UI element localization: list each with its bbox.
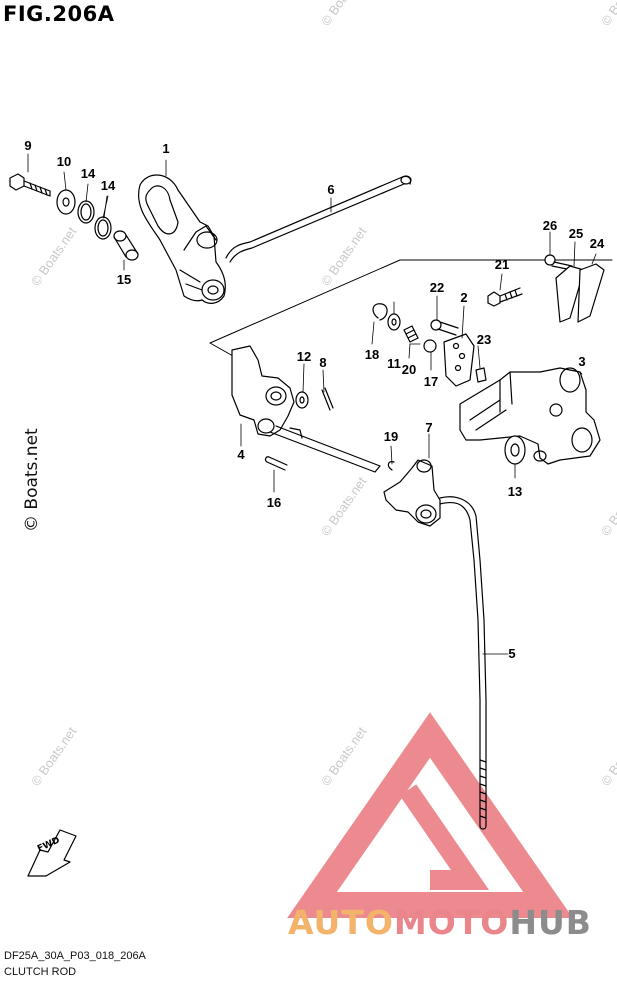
callout-label: 14 — [101, 178, 116, 193]
watermark-side-text: © Boats.net — [22, 428, 42, 532]
plate-24-icon — [577, 263, 605, 323]
detent-plate-2-icon — [443, 333, 475, 387]
callout-label: 14 — [81, 166, 96, 181]
callout-label: 11 — [387, 356, 401, 371]
figure-code: DF25A_30A_P03_018_206A — [4, 950, 146, 962]
bolt-9-icon — [9, 173, 51, 197]
washer-11-icon — [387, 313, 401, 331]
callout-label: 7 — [425, 420, 432, 435]
bushing-15-icon — [113, 230, 139, 261]
clip-19-icon — [387, 461, 395, 471]
callout-label: 20 — [402, 362, 416, 377]
bolt-26-icon — [544, 254, 573, 271]
callout-label: 4 — [237, 447, 245, 462]
callout-label: 24 — [590, 236, 605, 251]
callout-label: 15 — [117, 272, 131, 287]
callout-label: 17 — [424, 374, 438, 389]
callout-label: 1 — [162, 141, 169, 156]
rod-5-icon — [439, 496, 487, 830]
callout-label: 3 — [578, 354, 585, 369]
callout-label: 12 — [297, 349, 311, 364]
shift-lever-7-icon — [383, 459, 441, 527]
rod-6-icon — [225, 175, 412, 263]
brand-part-2: MOTO — [393, 903, 510, 942]
spring-20-icon — [403, 325, 419, 343]
callout-label: 8 — [319, 355, 326, 370]
callout-label: 13 — [508, 484, 522, 499]
pin-23-icon — [475, 367, 487, 383]
figure-name: CLUTCH ROD — [4, 966, 77, 978]
callout-label: 22 — [430, 280, 444, 295]
callout-label: 2 — [460, 290, 467, 305]
callout-label: 23 — [477, 332, 491, 347]
callout-label: 6 — [327, 182, 334, 197]
shift-housing-3-icon — [459, 367, 601, 465]
figure-title: FIG.206A — [3, 2, 115, 26]
callout-label: 10 — [57, 154, 71, 169]
clutch-lever-1-icon — [138, 174, 226, 304]
callout-label: 18 — [365, 347, 379, 362]
callout-labels: 1234567891011121314141516171819202122232… — [24, 138, 605, 661]
fwd-arrow-icon — [27, 829, 77, 877]
callout-label: 21 — [495, 257, 509, 272]
bolt-21-icon — [487, 287, 523, 307]
pin-16-icon — [264, 456, 288, 471]
callout-label: 9 — [24, 138, 31, 153]
callout-label: 26 — [543, 218, 557, 233]
brand-part-3: HUB — [509, 903, 592, 942]
brand-wordmark: AUTOMOTOHUB — [288, 903, 592, 942]
washer-13-icon — [504, 435, 526, 465]
leader-lines — [27, 153, 597, 655]
ball-17-icon — [423, 339, 437, 353]
callout-label: 19 — [384, 429, 398, 444]
callout-label: 25 — [569, 226, 583, 241]
bracket-4-icon — [231, 345, 381, 473]
washer-12-icon — [295, 391, 309, 409]
callout-label: 16 — [267, 495, 281, 510]
cotter-pin-8-icon — [321, 387, 334, 411]
clip-18-icon — [372, 303, 388, 321]
plate-25-icon — [555, 265, 585, 323]
screw-22-icon — [430, 319, 459, 336]
washer-10-icon — [56, 189, 76, 215]
brand-part-1: AUTO — [288, 903, 394, 942]
callout-label: 5 — [508, 646, 515, 661]
